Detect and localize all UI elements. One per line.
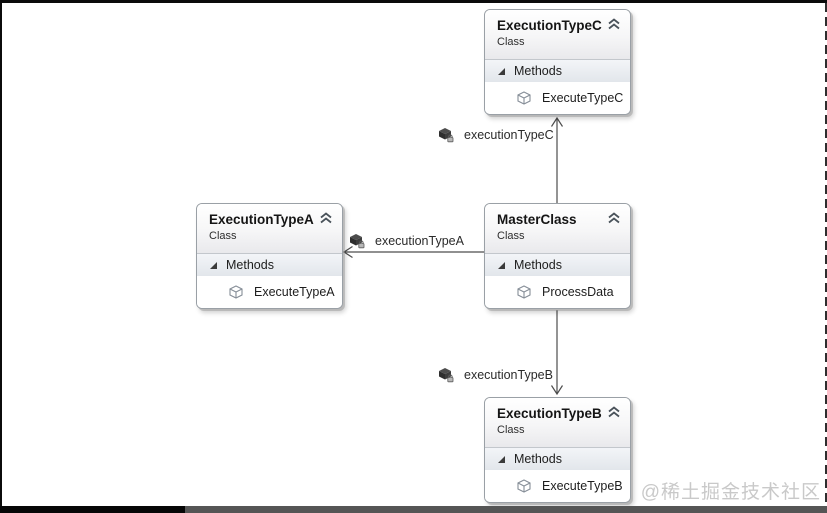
expander-icon[interactable] (497, 261, 506, 270)
association-label-executiontypec[interactable]: executionTypeC (436, 126, 554, 143)
method-cube-icon (517, 285, 531, 299)
method-item[interactable]: ProcessData (485, 276, 630, 308)
method-name: ExecuteTypeA (254, 285, 335, 299)
methods-section-label: Methods (514, 258, 562, 272)
expander-icon[interactable] (497, 67, 506, 76)
class-title: ExecutionTypeC (497, 18, 602, 33)
collapse-chevron-icon[interactable] (607, 18, 621, 30)
method-cube-icon (517, 91, 531, 105)
methods-section-header[interactable]: Methods (197, 254, 342, 276)
class-stereotype: Class (497, 230, 525, 242)
class-stereotype: Class (209, 230, 237, 242)
frame-border-top (0, 0, 827, 3)
class-header: ExecutionTypeB Class (485, 398, 630, 448)
method-name: ExecuteTypeC (542, 91, 624, 105)
association-label-text: executionTypeC (464, 127, 554, 142)
class-box-executiontypeb[interactable]: ExecutionTypeB Class Methods ExecuteType… (484, 397, 631, 503)
expander-icon[interactable] (497, 455, 506, 464)
methods-section-header[interactable]: Methods (485, 448, 630, 470)
frame-border-right (825, 3, 827, 506)
class-header: ExecutionTypeA Class (197, 204, 342, 254)
association-label-text: executionTypeB (464, 367, 553, 382)
association-label-executiontypeb[interactable]: executionTypeB (436, 366, 553, 383)
collapse-chevron-icon[interactable] (607, 212, 621, 224)
association-arrow-executionTypeB[interactable] (550, 310, 564, 396)
method-name: ExecuteTypeB (542, 479, 623, 493)
expander-icon[interactable] (209, 261, 218, 270)
method-name: ProcessData (542, 285, 614, 299)
frame-border-left (0, 0, 2, 506)
class-header: ExecutionTypeC Class (485, 10, 630, 60)
class-box-masterclass[interactable]: MasterClass Class Methods ProcessData (484, 203, 631, 309)
class-box-executiontypea[interactable]: ExecutionTypeA Class Methods ExecuteType… (196, 203, 343, 309)
class-header: MasterClass Class (485, 204, 630, 254)
methods-section-label: Methods (226, 258, 274, 272)
method-item[interactable]: ExecuteTypeB (485, 470, 630, 502)
method-cube-icon (517, 479, 531, 493)
class-title: MasterClass (497, 212, 577, 227)
method-item[interactable]: ExecuteTypeA (197, 276, 342, 308)
class-stereotype: Class (497, 36, 525, 48)
private-field-icon (439, 368, 454, 383)
method-item[interactable]: ExecuteTypeC (485, 82, 630, 114)
collapse-chevron-icon[interactable] (607, 406, 621, 418)
association-label-executiontypea[interactable]: executionTypeA (347, 232, 464, 249)
bottom-bar-right (185, 506, 827, 513)
class-stereotype: Class (497, 424, 525, 436)
private-field-icon (439, 128, 454, 143)
methods-section-label: Methods (514, 64, 562, 78)
method-cube-icon (229, 285, 243, 299)
class-box-executiontypec[interactable]: ExecutionTypeC Class Methods ExecuteType… (484, 9, 631, 115)
bottom-bar-left (0, 506, 185, 513)
methods-section-header[interactable]: Methods (485, 254, 630, 276)
collapse-chevron-icon[interactable] (319, 212, 333, 224)
class-title: ExecutionTypeB (497, 406, 602, 421)
association-label-text: executionTypeA (375, 233, 464, 248)
methods-section-header[interactable]: Methods (485, 60, 630, 82)
private-field-icon (350, 234, 365, 249)
watermark-text: @稀土掘金技术社区 (640, 482, 821, 503)
class-title: ExecutionTypeA (209, 212, 314, 227)
methods-section-label: Methods (514, 452, 562, 466)
